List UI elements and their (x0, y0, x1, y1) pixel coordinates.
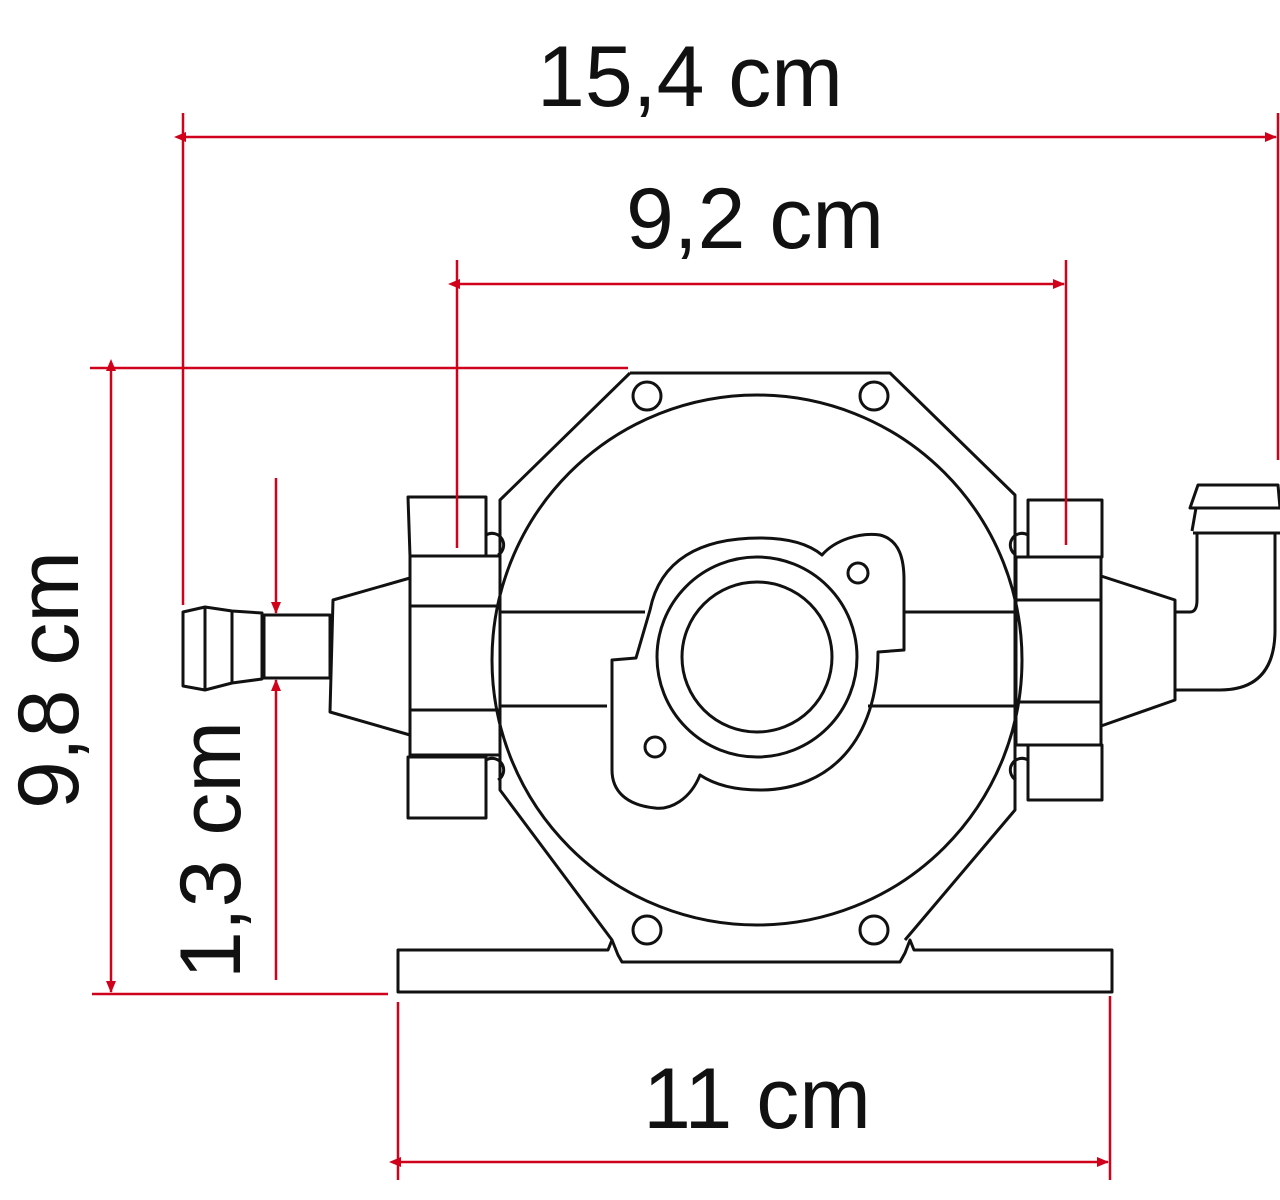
bolt-hole (858, 914, 890, 946)
dimension-lines (90, 113, 1280, 1180)
right-cone (1100, 574, 1177, 728)
left-clamp (406, 495, 488, 558)
center-flange (610, 532, 906, 810)
flange-bolt (846, 561, 870, 585)
mount-spacing-label: 9,2 cm (626, 171, 884, 267)
left-cone (328, 576, 411, 737)
flange-bolt (643, 735, 667, 759)
flange-ring-inner (680, 580, 834, 734)
overall-width-label: 15,4 cm (537, 29, 843, 125)
flange-ring-outer (655, 555, 859, 759)
bolt-hole (631, 380, 663, 412)
bolt-hole (858, 380, 890, 412)
housing-circle (490, 393, 1024, 927)
hose-diameter-label: 1,3 cm (163, 721, 259, 979)
base-plate (396, 938, 1114, 994)
left-hose-barb (181, 605, 264, 692)
overall-height-label: 9,8 cm (1, 551, 97, 809)
bolt-hole (631, 914, 663, 946)
right-elbow-outlet (1175, 533, 1277, 692)
pump-body (181, 371, 1280, 994)
right-hose-barb (1188, 483, 1280, 535)
base-width-label: 11 cm (643, 1051, 871, 1147)
left-hose-barb-stem (262, 613, 332, 680)
